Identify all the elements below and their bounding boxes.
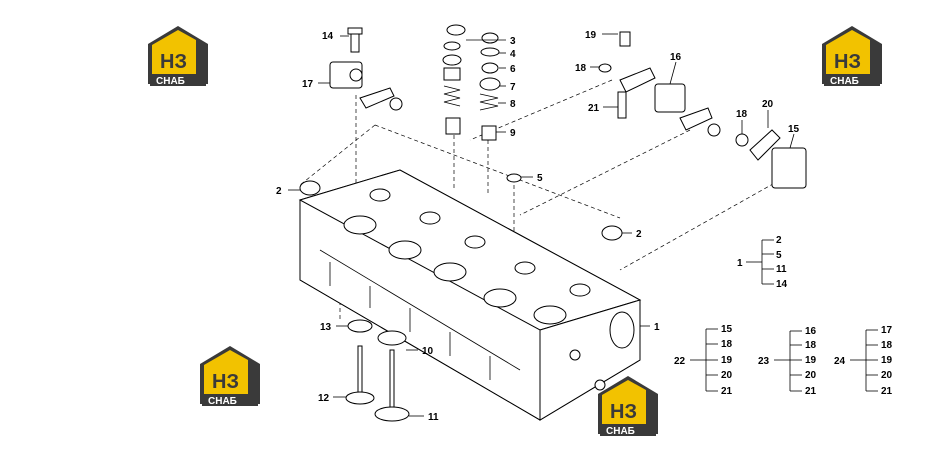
rocker-support-17: [329, 61, 403, 111]
callout-label: 4: [510, 49, 516, 60]
logo-mark: НЗ: [160, 51, 187, 73]
callout-label: 13: [320, 322, 332, 333]
logo-mark: НЗ: [212, 371, 239, 393]
tree-item: 19: [881, 355, 893, 366]
callout-label: 20: [762, 99, 774, 110]
tree-item: 18: [881, 340, 893, 351]
tree-item: 21: [805, 386, 817, 397]
callout-label: 14: [322, 31, 334, 42]
callout-label: 5: [537, 173, 543, 184]
tree-item: 21: [721, 386, 733, 397]
tree-item: 15: [721, 324, 733, 335]
tree-item: 20: [805, 370, 817, 381]
callout-label: 12: [318, 393, 330, 404]
logo-top-right: НЗ СНАБ: [822, 26, 882, 87]
tree-root: 23: [758, 356, 770, 367]
logo-mark: НЗ: [834, 51, 861, 73]
tree-item: 21: [881, 386, 893, 397]
reference-tree-23: 23 16 18 19 20 21: [758, 326, 817, 397]
callout-label: 19: [585, 30, 597, 41]
tree-root: 24: [834, 356, 846, 367]
rocker-arms-right: [598, 31, 807, 189]
callout-label: 15: [788, 124, 800, 135]
callout-label: 6: [510, 64, 516, 75]
logo-text: СНАБ: [830, 76, 859, 87]
callout-label: 8: [510, 99, 516, 110]
reference-tree-22: 22 15 18 19 20 21: [674, 324, 733, 397]
adjusting-screw-14: [347, 27, 363, 53]
tree-item: 18: [805, 340, 817, 351]
callout-label: 3: [510, 36, 516, 47]
logo-top-left: НЗ СНАБ: [148, 26, 208, 87]
cylinder-head: [298, 169, 642, 421]
callout-label: 2: [276, 186, 282, 197]
logo-mark: НЗ: [610, 401, 637, 423]
tree-item: 14: [776, 279, 788, 290]
callout-label: 17: [302, 79, 314, 90]
logo-text: СНАБ: [156, 76, 185, 87]
tree-item: 5: [776, 250, 782, 261]
tree-item: 19: [721, 355, 733, 366]
tree-item: 16: [805, 326, 817, 337]
callout-labels: 14 17 3 4 6 7 8 9 5 2 2 19 18 21 16 18 2…: [276, 30, 800, 423]
callout-label: 18: [736, 109, 748, 120]
callout-label: 11: [428, 412, 439, 423]
callout-label: 10: [422, 346, 434, 357]
logo-bottom-center: НЗ СНАБ: [598, 376, 658, 437]
callout-label: 2: [636, 229, 642, 240]
tree-item: 11: [776, 264, 787, 275]
valve-stack: [442, 24, 522, 183]
callout-label: 21: [588, 103, 600, 114]
callout-label: 16: [670, 52, 682, 63]
logo-bottom-left: НЗ СНАБ: [200, 346, 260, 407]
reference-tree-24: 24 17 18 19 20 21: [834, 325, 893, 397]
callout-label: 9: [510, 128, 516, 139]
tree-item: 17: [881, 325, 893, 336]
tree-root: 1: [737, 258, 743, 269]
tree-item: 20: [721, 370, 733, 381]
reference-tree-1: 1 2 5 11 14: [737, 235, 788, 290]
tree-root: 22: [674, 356, 686, 367]
tree-item: 20: [881, 370, 893, 381]
valves-11-12: [345, 319, 410, 422]
tree-item: 19: [805, 355, 817, 366]
logo-text: СНАБ: [208, 396, 237, 407]
callout-label: 7: [510, 82, 516, 93]
plugs-2: [299, 180, 623, 241]
tree-item: 18: [721, 339, 733, 350]
callout-label: 1: [654, 322, 660, 333]
callout-leaders: [288, 33, 795, 417]
callout-label: 18: [575, 63, 587, 74]
tree-item: 2: [776, 235, 782, 246]
logo-text: СНАБ: [606, 426, 635, 437]
